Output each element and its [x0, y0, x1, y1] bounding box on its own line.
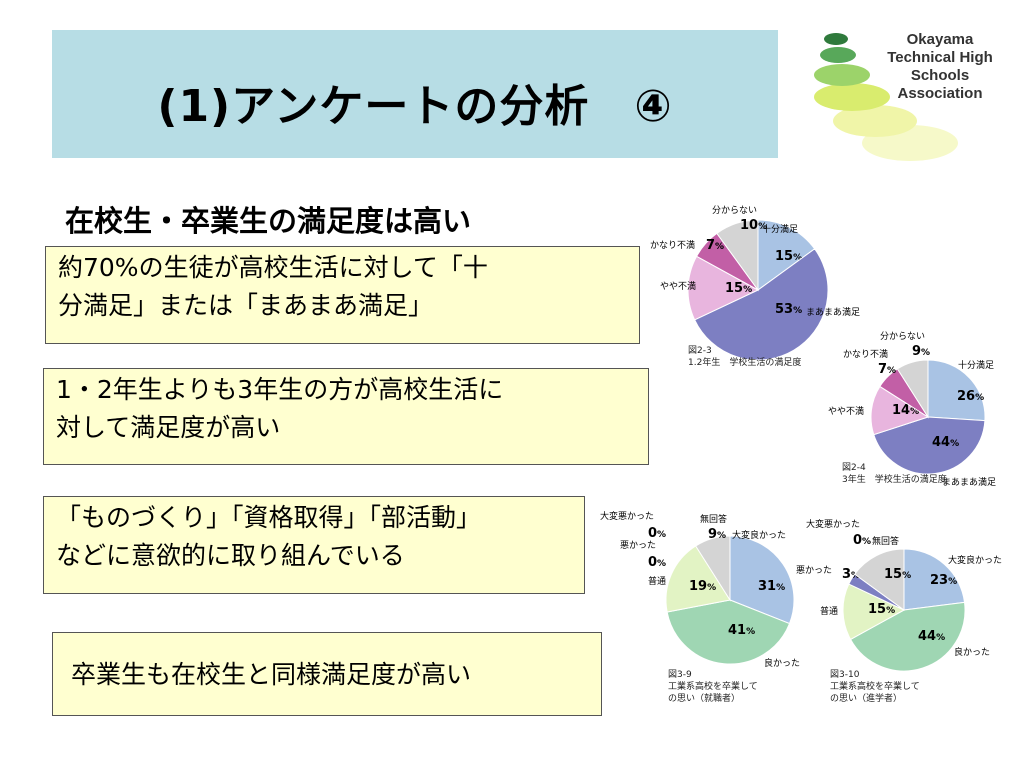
slice-percent: 0%	[648, 555, 666, 570]
slice-label: 良かった	[954, 646, 990, 658]
pie-slice	[896, 359, 929, 419]
slice-percent: 53%	[775, 302, 802, 317]
slice-label: やや不満	[828, 406, 864, 417]
pie-slice	[873, 416, 986, 475]
pie-chart-1: 十分満足 15% まあまあ満足 53% やや不満 15% かなり不満 7% 分からない 10% 図2…	[650, 205, 860, 368]
summary-box-2: 1・2年生よりも3年生の方が高校生活に 対して満足度が高い	[43, 368, 649, 465]
page-title: (1)アンケートの分析 ④	[157, 81, 673, 132]
slice-percent: 19%	[689, 579, 716, 594]
title-band: (1)アンケートの分析 ④	[52, 30, 778, 158]
chart-caption: 図2-4	[842, 462, 866, 473]
logo-line-3: Association	[897, 85, 983, 102]
slice-label: 大変良かった	[948, 554, 1002, 566]
summary-box-3-line-1: 「ものづくり」「資格取得」「部活動」	[56, 503, 482, 532]
association-logo: Okayama Technical High Schools Associati…	[800, 25, 1010, 165]
slice-percent: 44%	[932, 435, 959, 450]
slice-percent: 23%	[930, 573, 957, 588]
summary-box-2-line-1: 1・2年生よりも3年生の方が高校生活に	[56, 375, 504, 404]
slice-percent: 9%	[708, 527, 726, 542]
pie-slice	[842, 583, 906, 641]
slice-percent: 26%	[957, 389, 984, 404]
pie-chart-4: 大変良かった 23% 良かった 44% 普通 15% 悪かった 3% 大変悪かった 0%無回答 15…	[796, 518, 1002, 704]
slice-percent: 44%	[918, 629, 945, 644]
slice-label: 悪かった	[796, 565, 832, 576]
slice-percent: 31%	[758, 579, 785, 594]
slice-percent: 0%	[853, 533, 871, 548]
logo-text: Okayama Technical High Schools Associati…	[870, 31, 1010, 103]
slice-label: 無回答	[872, 535, 899, 547]
slice-percent: 15%	[868, 602, 895, 617]
summary-box-2-line-2: 対して満足度が高い	[56, 413, 281, 442]
pie-chart-2: 十分満足 26% まあまあ満足 44% やや不満 14% かなり不満 7% 分からない 9% 図2-…	[828, 331, 996, 488]
pie-slice	[666, 599, 791, 665]
slice-percent: 10%	[740, 218, 767, 233]
pie-slice	[849, 601, 966, 672]
pie-slice	[853, 548, 905, 611]
slice-percent: 9%	[912, 344, 930, 359]
chart-caption: 工業系高校を卒業して	[668, 680, 758, 692]
chart-caption: 1.2年生 学校生活の満足度	[688, 356, 801, 368]
slice-percent: 7%	[878, 362, 896, 377]
slice-percent: 15%	[884, 567, 911, 582]
slice-label: 大変悪かった	[600, 510, 654, 522]
slice-label: 大変悪かった	[806, 518, 860, 530]
slice-label: 大変良かった	[732, 529, 786, 541]
slice-label: かなり不満	[650, 240, 695, 251]
slice-percent: 15%	[725, 281, 752, 296]
slice-label: 分からない	[880, 331, 925, 342]
pie-slice	[693, 248, 829, 361]
slice-percent: 3%	[842, 567, 860, 582]
slice-percent: 41%	[728, 623, 755, 638]
slice-label: まあまあ満足	[942, 477, 996, 488]
summary-box-1: 約70%の生徒が高校生活に対して「十 分満足」または「まあまあ満足」	[45, 246, 640, 344]
slice-percent: 15%	[775, 249, 802, 264]
slice-percent: 14%	[892, 403, 919, 418]
pie-slice	[687, 255, 760, 321]
slice-label: 分からない	[712, 205, 757, 216]
slice-percent: 0%	[648, 526, 666, 541]
chart-caption: 図2-3	[688, 345, 712, 356]
slice-label: やや不満	[660, 281, 696, 292]
logo-line-1: Okayama	[906, 31, 974, 48]
pie-slice	[695, 535, 731, 602]
chart-caption: の思い（進学者）	[830, 692, 902, 704]
summary-box-1-line-2: 分満足」または「まあまあ満足」	[58, 291, 434, 320]
subheading: 在校生・卒業生の満足度は高い	[65, 204, 472, 238]
slice-percent: 7%	[706, 238, 724, 253]
slice-label: かなり不満	[843, 349, 888, 360]
slice-label: 無回答	[700, 513, 727, 525]
pie-slice	[716, 219, 759, 292]
slice-label: 悪かった	[620, 540, 656, 551]
chart-caption: 3年生 学校生活の満足度	[842, 473, 947, 485]
summary-box-1-line-1: 約70%の生徒が高校生活に対して「十	[58, 253, 488, 282]
slice-label: 普通	[820, 605, 838, 617]
pie-slice	[665, 545, 731, 613]
summary-box-4-text: 卒業生も在校生と同様満足度が高い	[71, 660, 472, 689]
summary-box-3-line-2: などに意欲的に取り組んでいる	[56, 541, 405, 570]
pie-slice	[927, 359, 986, 422]
slice-label: 良かった	[764, 657, 800, 669]
pie-slice	[757, 219, 816, 291]
summary-box-3: 「ものづくり」「資格取得」「部活動」 などに意欲的に取り組んでいる	[43, 496, 585, 594]
logo-line-2: Technical High Schools	[887, 49, 993, 84]
slice-label: 十分満足	[762, 223, 798, 235]
pie-slice	[903, 548, 966, 611]
slice-label: 普通	[648, 575, 666, 587]
chart-caption: 図3-10	[830, 669, 860, 680]
slice-label: 十分満足	[958, 359, 994, 371]
pie-slice	[729, 535, 795, 625]
chart-caption: の思い（就職者）	[668, 692, 740, 704]
chart-caption: 工業系高校を卒業して	[830, 680, 920, 692]
summary-box-4: 卒業生も在校生と同様満足度が高い	[52, 632, 602, 716]
logo-graphic	[814, 33, 958, 161]
slice-label: まあまあ満足	[806, 307, 860, 318]
chart-caption: 図3-9	[668, 669, 692, 680]
